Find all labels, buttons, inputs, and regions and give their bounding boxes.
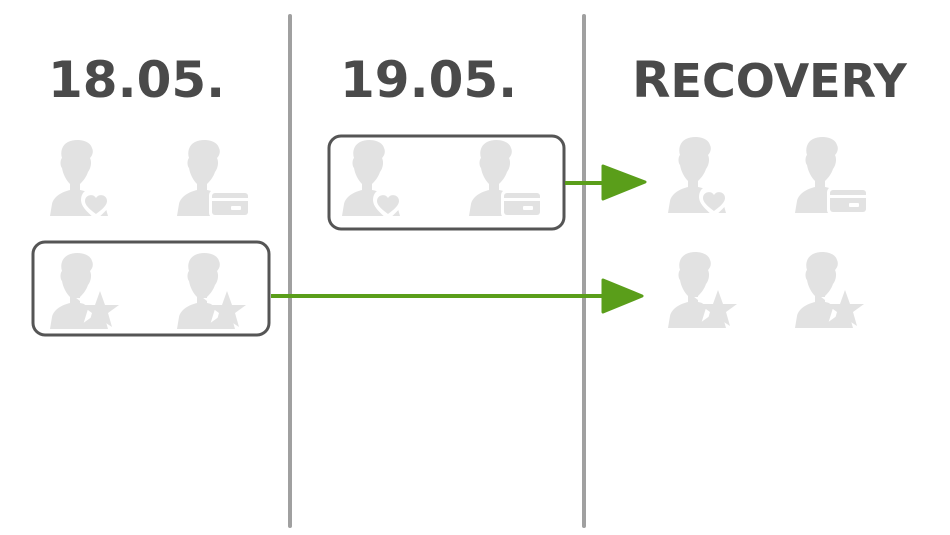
arrowhead-icon: [601, 278, 644, 314]
user-star-icon: [795, 252, 864, 328]
column-heading-3: RECOVERY: [632, 51, 907, 109]
user-card-icon: [177, 140, 251, 218]
user-heart-icon: [342, 140, 404, 221]
user-heart-icon: [50, 140, 112, 221]
group-box-19-05: [327, 134, 566, 231]
user-star-icon: [668, 252, 737, 328]
column-heading-1: 18.05.: [48, 51, 225, 109]
heading-rest: ECOVERY: [671, 54, 908, 108]
arrow-18-05-to-recovery: [271, 278, 644, 314]
arrow-19-05-to-recovery: [565, 164, 647, 201]
user-heart-icon: [668, 137, 730, 218]
user-card-icon: [469, 140, 543, 218]
column-heading-2: 19.05.: [340, 51, 517, 109]
group-box-18-05-stars: [31, 240, 271, 337]
user-card-icon: [795, 137, 869, 215]
user-star-icon: [50, 253, 119, 329]
arrowhead-icon: [601, 164, 647, 201]
heading-first-letter: R: [632, 51, 671, 109]
user-star-icon: [177, 253, 246, 329]
